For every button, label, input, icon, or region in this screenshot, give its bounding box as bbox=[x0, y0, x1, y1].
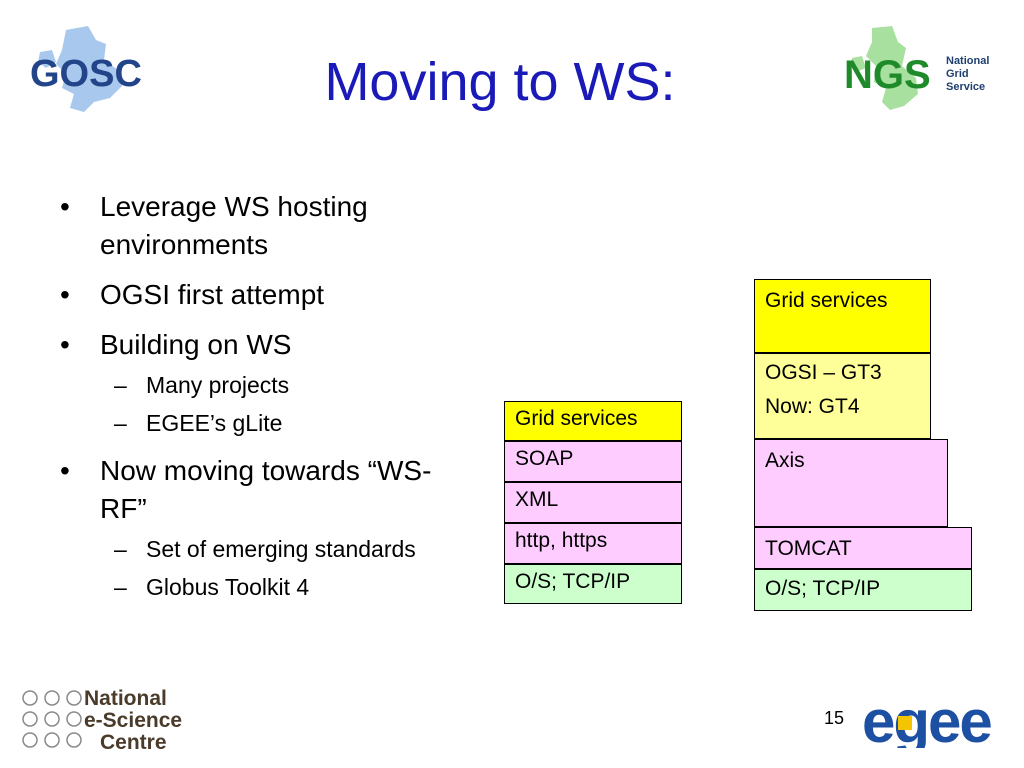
nesc-line: Centre bbox=[100, 731, 167, 754]
dash-symbol: – bbox=[114, 574, 127, 600]
nesc-text: National e-Science Centre bbox=[84, 688, 182, 754]
sub-bullet-text: Globus Toolkit 4 bbox=[146, 574, 310, 600]
bullet-list: • Leverage WS hosting environments • OGS… bbox=[60, 188, 500, 616]
stack-xml: XML bbox=[504, 482, 682, 523]
bullet-text: Building on WS bbox=[100, 329, 292, 360]
sub-bullet-item: – Globus Toolkit 4 bbox=[60, 572, 500, 602]
ngs-grid: Grid bbox=[946, 68, 969, 80]
slide-number: 15 bbox=[823, 708, 844, 728]
nesc-line: National bbox=[84, 687, 167, 710]
stack-axis: Axis bbox=[754, 439, 948, 527]
sub-bullet-item: – Set of emerging standards bbox=[60, 534, 500, 564]
bullet-item: • OGSI first attempt bbox=[60, 276, 500, 314]
dash-symbol: – bbox=[114, 536, 127, 562]
gosc-logo: GOSC bbox=[26, 22, 151, 117]
ngs-service: Service bbox=[946, 81, 985, 93]
sub-bullet-item: – Many projects bbox=[60, 370, 500, 400]
sub-bullet-text: Set of emerging standards bbox=[146, 536, 416, 562]
bullet-symbol: • bbox=[60, 191, 70, 222]
dash-symbol: – bbox=[114, 372, 127, 398]
bullet-symbol: • bbox=[60, 279, 70, 310]
bullet-item: • Leverage WS hosting environments bbox=[60, 188, 500, 264]
sub-bullet-text: Many projects bbox=[146, 372, 290, 398]
bullet-text: Leverage WS hosting environments bbox=[100, 191, 368, 260]
bullet-text: OGSI first attempt bbox=[100, 279, 325, 310]
egee-logo: egee bbox=[862, 688, 1018, 755]
stack-grid-services: Grid services bbox=[504, 401, 682, 441]
slide-title: Moving to WS: bbox=[324, 52, 676, 112]
ogsi-gt3-label: OGSI – GT3 bbox=[765, 361, 882, 384]
stack-os-tcpip-right: O/S; TCP/IP bbox=[754, 569, 972, 611]
stack-os-tcpip: O/S; TCP/IP bbox=[504, 564, 682, 604]
nesc-logo bbox=[20, 688, 84, 750]
bullet-item: • Building on WS bbox=[60, 326, 500, 364]
sub-bullet-text: EGEE’s gLite bbox=[146, 410, 283, 436]
gosc-logo-text: GOSC bbox=[30, 53, 142, 95]
bullet-symbol: • bbox=[60, 455, 70, 486]
bullet-text: Now moving towards “WS-RF” bbox=[100, 455, 432, 524]
sub-bullet-item: – EGEE’s gLite bbox=[60, 408, 500, 438]
nesc-line: e-Science bbox=[84, 709, 183, 732]
stack-ogsi: OGSI – GT3 Now: GT4 bbox=[754, 353, 931, 439]
bullet-symbol: • bbox=[60, 329, 70, 360]
stack-soap: SOAP bbox=[504, 441, 682, 482]
ngs-logo-text: NGS bbox=[844, 53, 931, 97]
dash-symbol: – bbox=[114, 410, 127, 436]
ngs-national: National bbox=[946, 55, 989, 67]
now-gt4-label: Now: GT4 bbox=[765, 395, 860, 418]
stack-tomcat: TOMCAT bbox=[754, 527, 972, 569]
stack-grid-services-ogsi: Grid services bbox=[754, 279, 931, 353]
stack-http: http, https bbox=[504, 523, 682, 564]
grid-services-label: Grid services bbox=[765, 289, 888, 312]
egee-logo-text: egee bbox=[862, 698, 991, 748]
bullet-item: • Now moving towards “WS-RF” bbox=[60, 452, 500, 528]
ngs-logo: NGS National Grid Service bbox=[842, 22, 1002, 117]
